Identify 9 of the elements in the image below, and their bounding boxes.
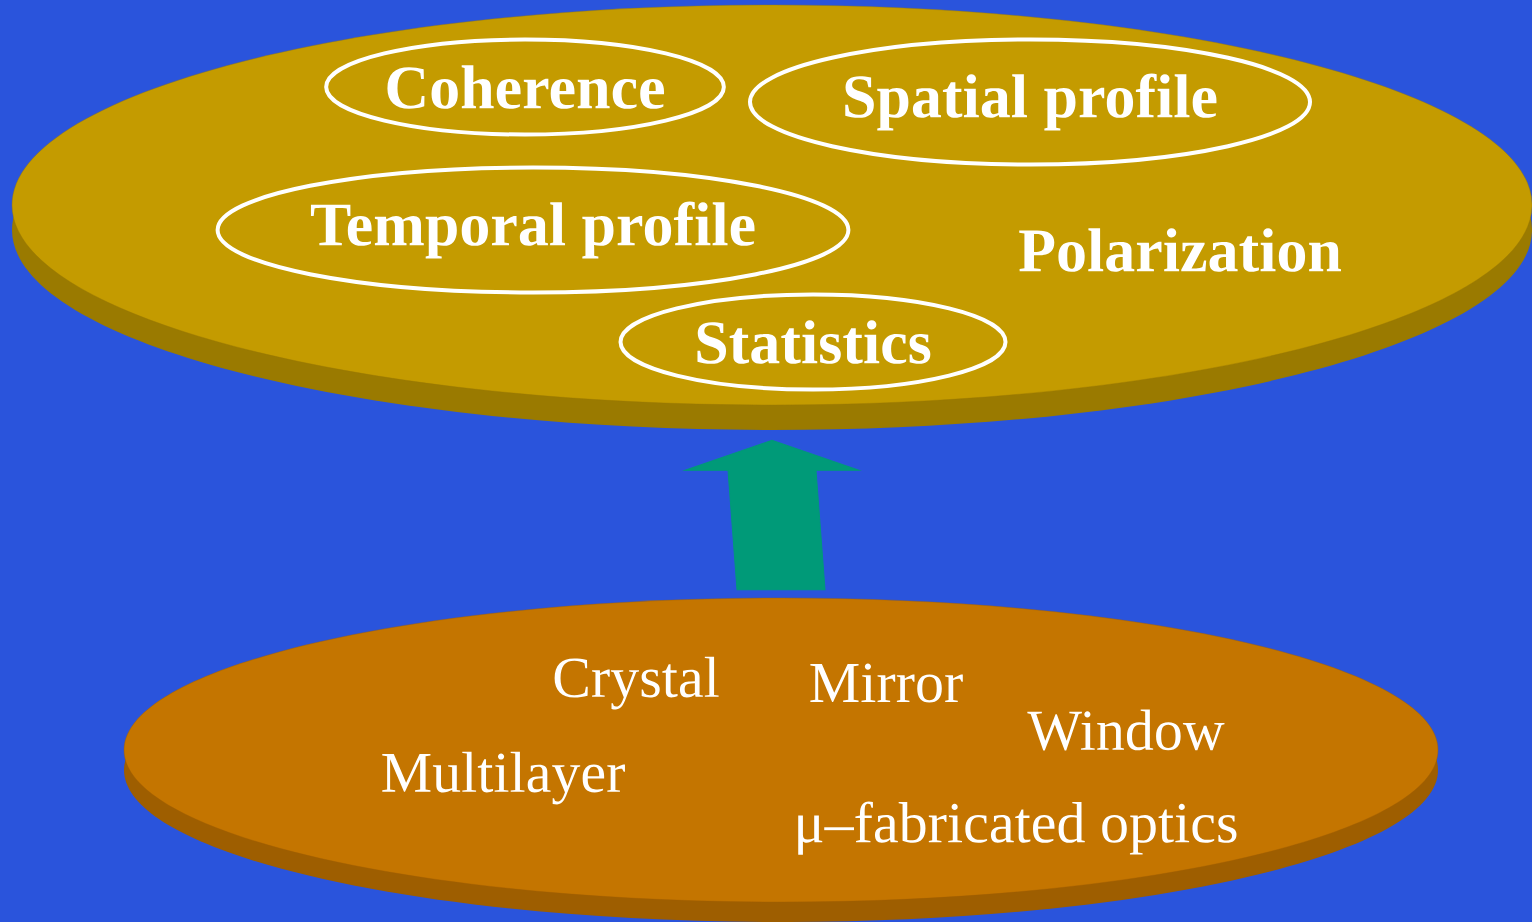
disc <box>11 4 1532 430</box>
block-arrow <box>684 439 860 591</box>
disc-label: Mirror <box>810 663 963 703</box>
disc-label: Window <box>1027 709 1225 751</box>
disc-label: Crystal <box>554 656 719 710</box>
disc <box>123 597 1439 922</box>
disc-label: Multilayer <box>382 751 625 805</box>
disc-label: μ–fabricated optics <box>798 801 1237 855</box>
disc-label: Polarization <box>1019 228 1341 272</box>
